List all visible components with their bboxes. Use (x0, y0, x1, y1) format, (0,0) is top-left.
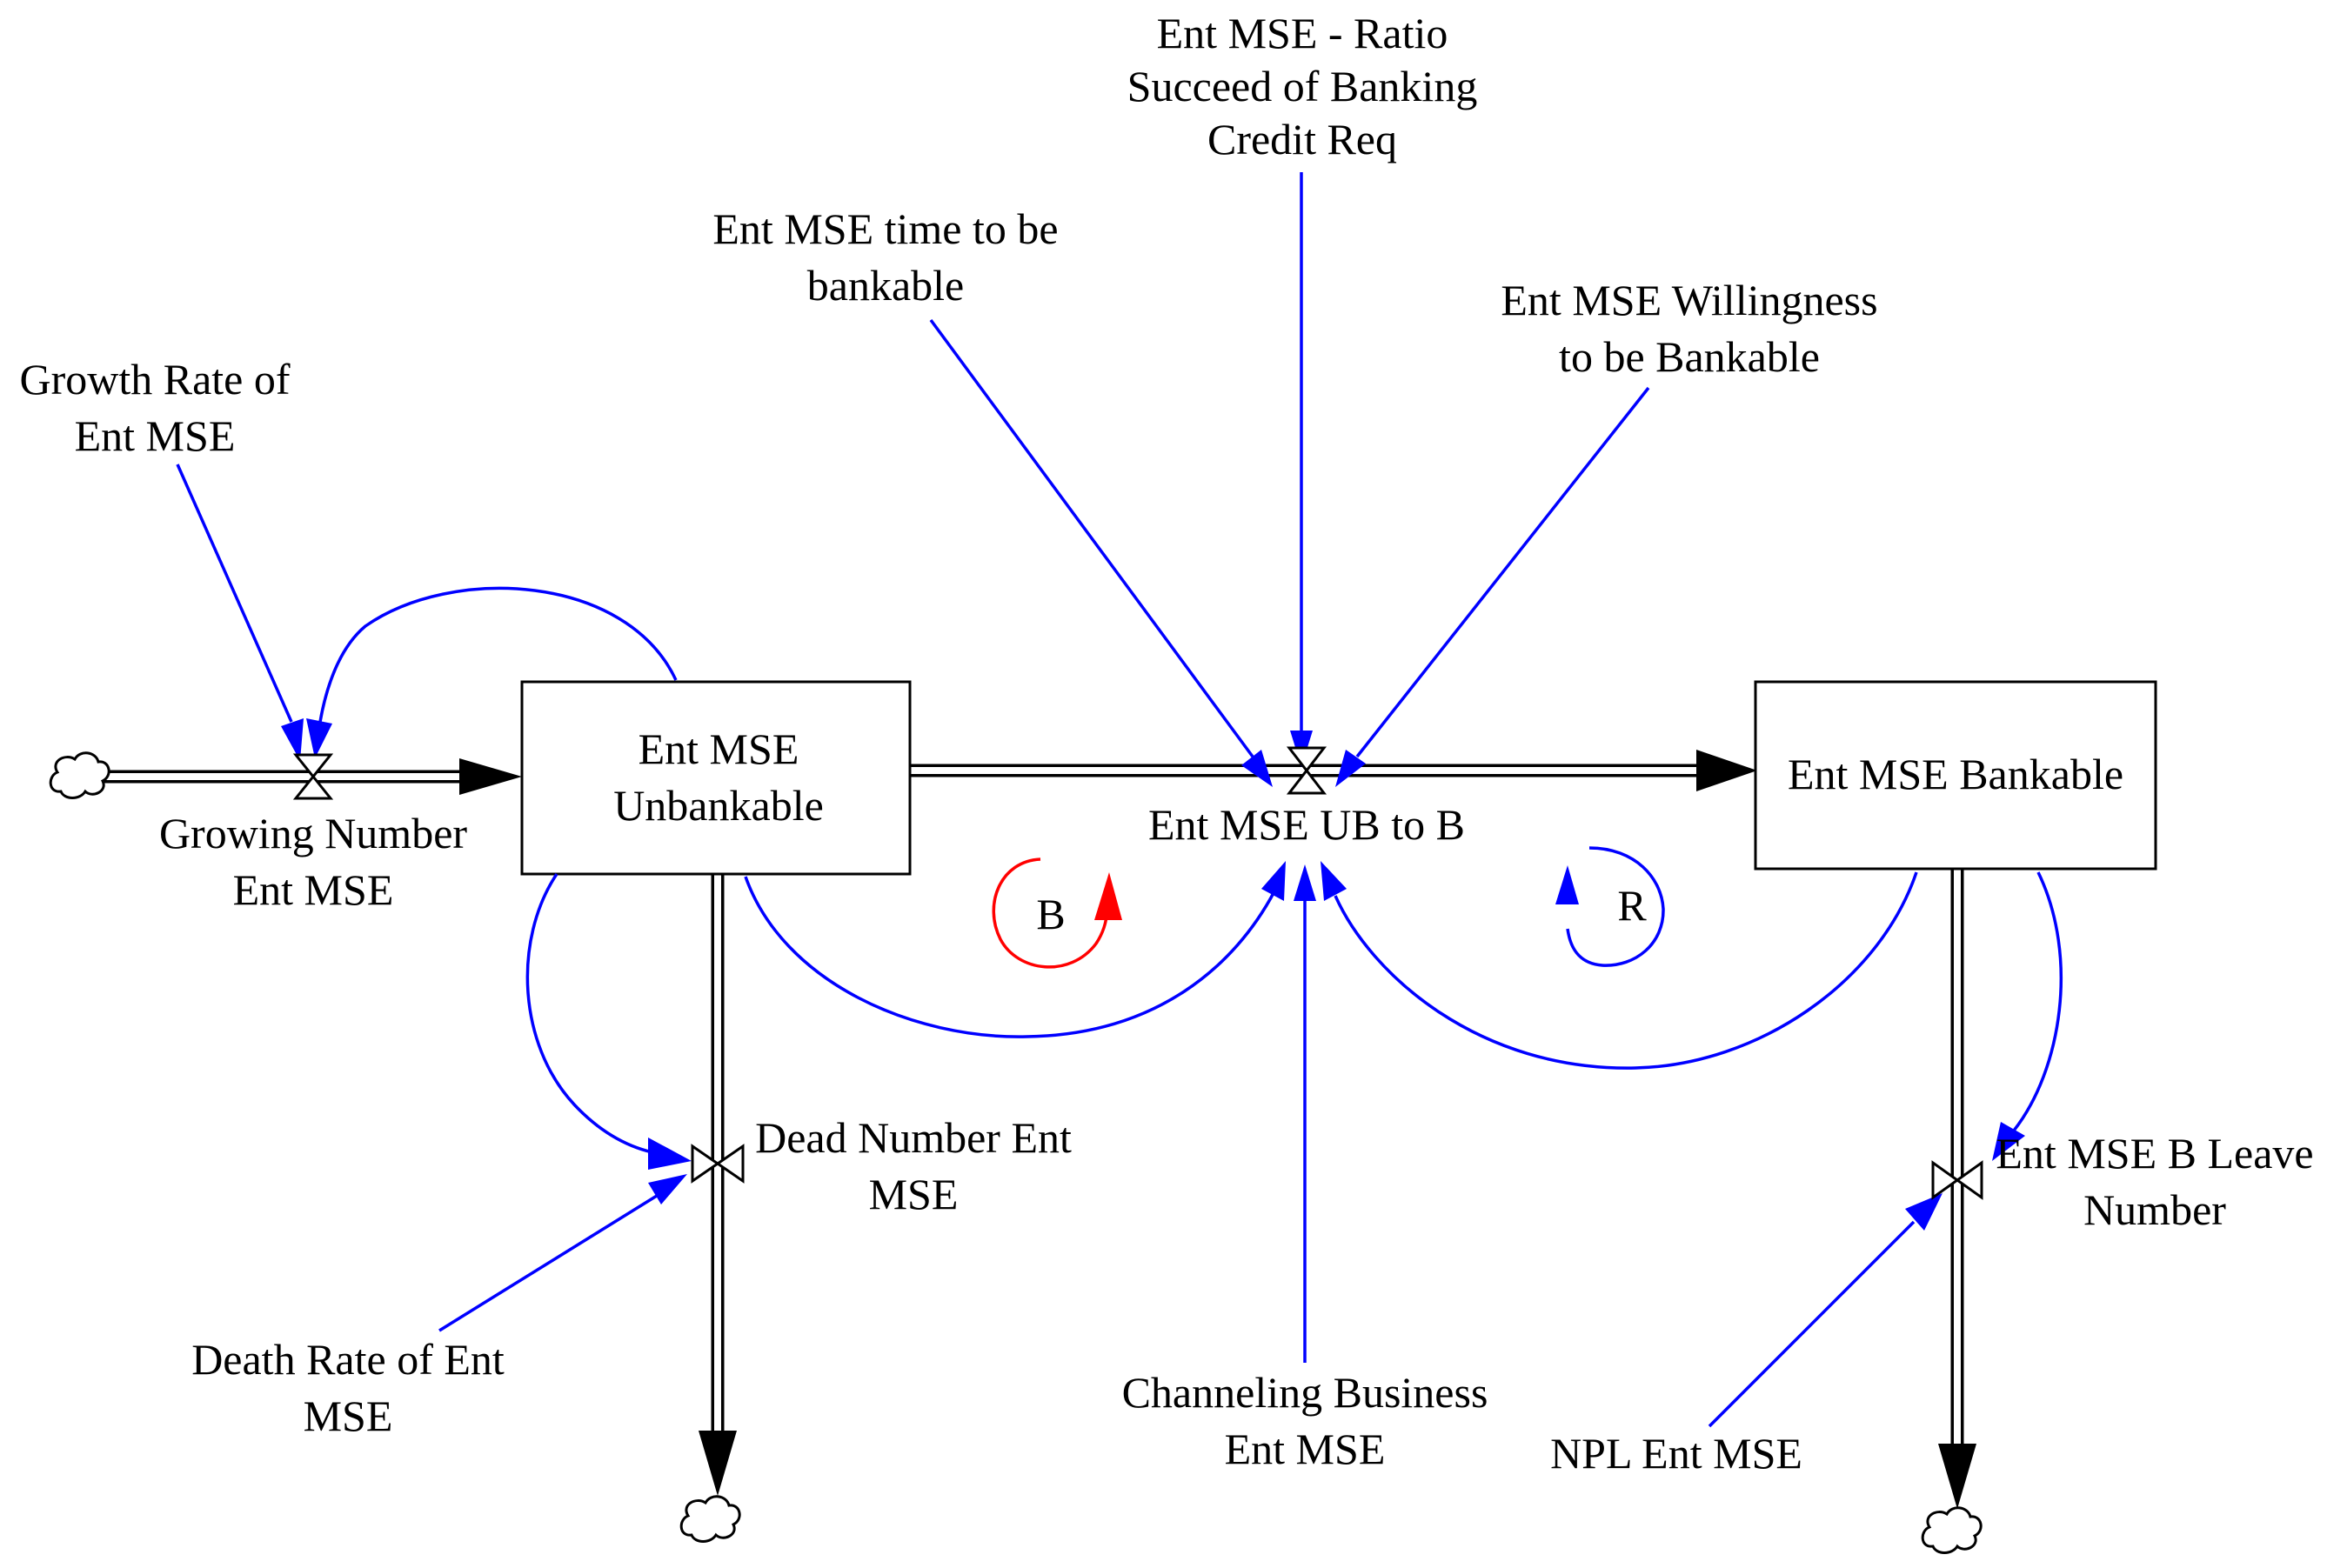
valve-b-leave[interactable] (1931, 1160, 1983, 1200)
loop-reinforcing: R (1555, 846, 1665, 967)
loop-balancing: B (992, 857, 1122, 969)
var-death-rate[interactable]: Death Rate of Ent MSE (191, 1335, 505, 1440)
var-label-line1: Channeling Business (1122, 1368, 1488, 1417)
flow-label-line1: Growing Number (159, 809, 467, 857)
stock-label-line2: Unbankable (613, 781, 824, 830)
loop-label: B (1036, 890, 1065, 938)
loop-label: R (1617, 881, 1647, 930)
link-npl (1708, 1193, 1943, 1428)
pipe-b-leave (1938, 870, 1976, 1509)
valve-ub-to-b[interactable] (1286, 746, 1327, 795)
link-death-rate (438, 1174, 687, 1332)
var-label-line1: Ent MSE time to be (712, 204, 1058, 253)
link-time-to-bankable (929, 318, 1273, 787)
sink-cloud-leave-icon (1921, 1506, 1983, 1554)
var-label-line2: bankable (807, 261, 964, 310)
loop-arrowhead (1094, 872, 1122, 920)
source-cloud-icon (49, 751, 110, 799)
stock-label-line1: Ent MSE Bankable (1788, 750, 2123, 798)
var-time-to-bankable[interactable]: Ent MSE time to be bankable (712, 204, 1058, 310)
flow-arrowhead (1938, 1444, 1976, 1509)
pipe-ub-to-b (910, 750, 1757, 791)
loop-arrowhead (1555, 865, 1579, 904)
flow-arrowhead (1696, 750, 1757, 791)
var-label-line1: Growth Rate of (19, 355, 290, 404)
flow-label-line1: Ent MSE UB to B (1148, 800, 1465, 849)
flow-growing-number[interactable]: Growing Number Ent MSE (159, 809, 467, 914)
link-bankable-to-leave (1992, 871, 2063, 1161)
flow-label-line2: MSE (869, 1170, 959, 1218)
var-label-line2: to be Bankable (1559, 332, 1820, 381)
flow-dead-number[interactable]: Dead Number Ent MSE (755, 1113, 1072, 1218)
link-channeling (1294, 864, 1316, 1363)
flow-arrowhead (459, 758, 522, 795)
link-unbankable-to-dead (525, 873, 692, 1170)
flow-label-line2: Ent MSE (233, 865, 394, 914)
var-label-line2: Succeed of Banking (1127, 62, 1478, 110)
link-unbankable-to-ub-to-b (744, 861, 1286, 1038)
valve-dead[interactable] (691, 1144, 745, 1184)
stock-label-line1: Ent MSE (639, 724, 799, 773)
pipe-dead (699, 874, 737, 1496)
var-label-line2: Ent MSE (75, 411, 236, 460)
flow-label-line1: Dead Number Ent (755, 1113, 1072, 1162)
var-label-line1: Ent MSE Willingness (1501, 276, 1877, 324)
var-channeling[interactable]: Channeling Business Ent MSE (1122, 1368, 1488, 1473)
var-npl[interactable]: NPL Ent MSE (1550, 1429, 1802, 1478)
link-bankable-to-ub-to-b (1321, 861, 1918, 1070)
link-growth-rate (176, 464, 304, 761)
valve-growing[interactable] (292, 753, 334, 800)
var-label-line2: Ent MSE (1225, 1425, 1386, 1473)
sink-cloud-dead-icon (679, 1495, 741, 1543)
var-label-line3: Credit Req (1207, 115, 1397, 163)
flow-arrowhead (699, 1431, 737, 1496)
var-label-line2: MSE (304, 1391, 393, 1440)
flow-label-line1: Ent MSE B Leave (1996, 1129, 2313, 1178)
var-willingness[interactable]: Ent MSE Willingness to be Bankable (1501, 276, 1877, 381)
var-label-line1: NPL Ent MSE (1550, 1429, 1802, 1478)
var-label-line1: Death Rate of Ent (191, 1335, 505, 1384)
link-unbankable-to-growing (306, 586, 678, 758)
flow-ub-to-b[interactable]: Ent MSE UB to B (1148, 800, 1465, 849)
stock-ent-mse-unbankable[interactable]: Ent MSE Unbankable (520, 680, 912, 876)
var-ratio-succeed[interactable]: Ent MSE - Ratio Succeed of Banking Credi… (1127, 9, 1478, 163)
stock-ent-mse-bankable[interactable]: Ent MSE Bankable (1754, 680, 2157, 871)
var-label-line1: Ent MSE - Ratio (1157, 9, 1448, 57)
link-ratio-succeed (1290, 172, 1313, 767)
link-willingness (1335, 386, 1650, 787)
var-growth-rate[interactable]: Growth Rate of Ent MSE (19, 355, 290, 460)
flow-label-line2: Number (2083, 1185, 2226, 1234)
pipe-growing (104, 758, 522, 795)
flow-b-leave-number[interactable]: Ent MSE B Leave Number (1996, 1129, 2313, 1234)
